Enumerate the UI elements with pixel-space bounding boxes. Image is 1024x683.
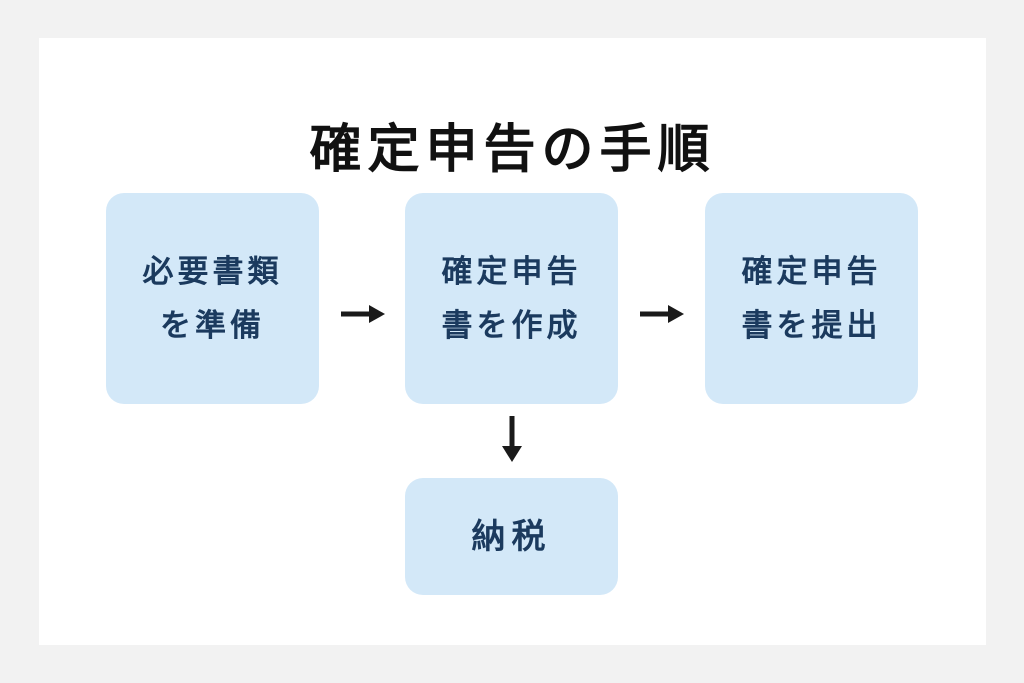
diagram-title: 確定申告の手順 <box>309 120 716 180</box>
node-label: 確定申告 書を提出 <box>741 253 882 344</box>
arrow-right-icon <box>341 305 385 323</box>
node-create-return: 確定申告 書を作成 <box>405 193 618 404</box>
node-label: 必要書類 を準備 <box>142 253 283 344</box>
node-prepare-documents: 必要書類 を準備 <box>106 193 319 404</box>
arrow-right-icon <box>640 305 684 323</box>
node-pay-tax: 納税 <box>405 478 618 595</box>
node-label: 納税 <box>471 516 552 557</box>
node-label: 確定申告 書を作成 <box>441 253 582 344</box>
node-submit-return: 確定申告 書を提出 <box>705 193 918 404</box>
arrow-down-icon <box>502 416 522 462</box>
